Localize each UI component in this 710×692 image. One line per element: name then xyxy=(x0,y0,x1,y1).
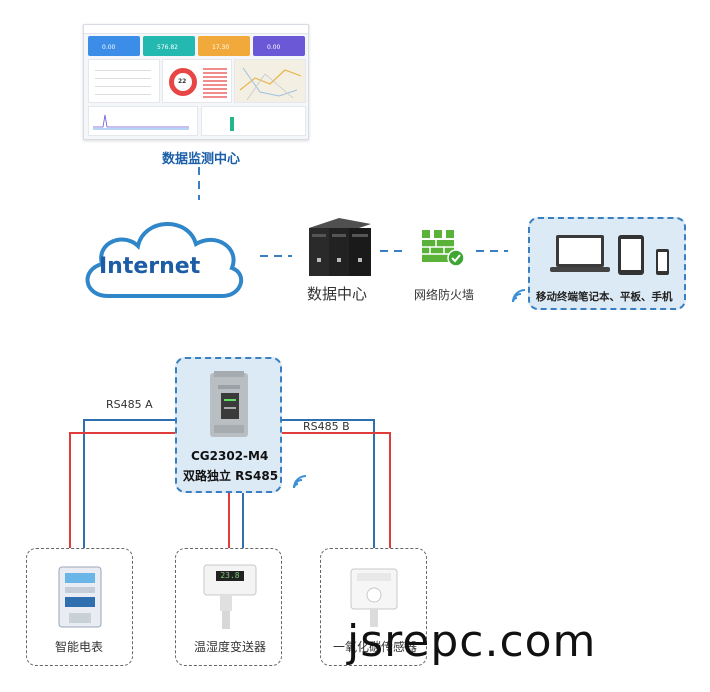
ring-chart-panel: 22 xyxy=(162,59,232,103)
dashboard-topbar xyxy=(84,25,308,34)
phone-icon xyxy=(656,249,669,275)
gateway-wifi-icon xyxy=(293,475,307,489)
watermark: jsrepc.com xyxy=(347,616,597,667)
device-info-panel xyxy=(88,59,160,103)
stat-card-teal-value: 576.82 xyxy=(157,44,178,51)
stat-card-purple-value: 0.00 xyxy=(267,44,281,51)
stat-card-orange-value: 17.30 xyxy=(212,44,230,51)
tablet-icon xyxy=(618,235,644,275)
rs485-a-label: RS485 A xyxy=(106,398,153,411)
stat-card-blue: 0.00 xyxy=(88,36,140,56)
electric-meter-icon xyxy=(58,566,102,628)
stat-card-teal: 576.82 xyxy=(143,36,195,56)
mobile-terminal-box: 移动终端笔记本、平板、手机 xyxy=(528,217,686,310)
server-icon xyxy=(309,218,371,276)
wifi-icon xyxy=(512,289,526,303)
cloud-icon xyxy=(85,222,244,298)
sensor-label-meter: 智能电表 xyxy=(55,640,104,654)
sensor-label-temp-humidity: 温湿度变送器 xyxy=(194,640,267,654)
rs485-b-label: RS485 B xyxy=(303,420,350,433)
gateway-description: 双路独立 RS485 xyxy=(183,469,279,483)
datacenter-label: 数据中心 xyxy=(307,285,368,303)
stat-card-purple: 0.00 xyxy=(253,36,305,56)
map-panel xyxy=(234,59,306,103)
bar-panel xyxy=(201,106,306,136)
sensor-box-co: 一氧化碳传感器 xyxy=(320,548,427,666)
din-rail-module xyxy=(210,371,248,437)
mobile-label: 移动终端笔记本、平板、手机 xyxy=(536,291,673,303)
stat-card-blue-value: 0.00 xyxy=(102,44,116,51)
firewall-icon xyxy=(422,230,465,267)
ring-chart-value: 22 xyxy=(178,78,187,85)
gateway-box: CG2302-M4 双路独立 RS485 xyxy=(175,357,282,493)
laptop-icon xyxy=(550,235,610,272)
sensor-label-co: 一氧化碳传感器 xyxy=(333,640,418,654)
internet-label: Internet xyxy=(99,254,201,279)
firewall-label: 网络防火墙 xyxy=(414,288,475,302)
ring-chart xyxy=(169,68,197,96)
th-display: 23.8 xyxy=(216,571,244,581)
sensor-box-temp-humidity: 23.8 温湿度变送器 xyxy=(175,548,282,666)
monitor-label: 数据监测中心 xyxy=(162,152,241,167)
dashboard-screenshot: 0.00 576.82 17.30 0.00 22 xyxy=(83,24,309,140)
gateway-model: CG2302-M4 xyxy=(191,449,269,463)
co-sensor-icon xyxy=(350,568,398,627)
trend-panel xyxy=(88,106,198,136)
sensor-box-meter: 智能电表 xyxy=(26,548,133,666)
stat-card-orange: 17.30 xyxy=(198,36,250,56)
